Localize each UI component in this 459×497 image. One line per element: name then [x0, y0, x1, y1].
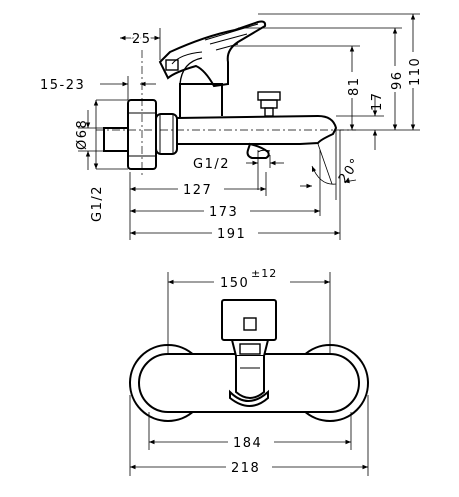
- dim-150-label: 150: [220, 276, 249, 291]
- dim-17: 17: [370, 91, 385, 150]
- cartridge-housing: [179, 57, 223, 118]
- dim-110: 110: [404, 14, 423, 130]
- dim-25: 25 25: [120, 28, 161, 60]
- dim-g12-left-label: G1/2: [90, 185, 105, 222]
- front-spout: [229, 356, 269, 407]
- front-handle: [221, 299, 277, 357]
- dim-g12-left: G1/2: [78, 110, 105, 222]
- dim-96-label: 96: [390, 70, 405, 90]
- dim-173: 173: [130, 202, 320, 220]
- dim-110-label: 110: [408, 57, 423, 86]
- dim-127-label: 127: [183, 183, 212, 198]
- dim-96: 96: [386, 28, 405, 130]
- side-view: 25 25 15-23 Ø68 G1/2: [40, 13, 423, 242]
- front-view: 150 ±12 184 218: [129, 266, 369, 476]
- dim-191: 191: [130, 224, 340, 242]
- dim-184-label: 184: [233, 436, 262, 451]
- dim-25-label: 25: [132, 32, 152, 47]
- dim-81: 81: [343, 46, 362, 130]
- dim-218-label: 218: [231, 461, 260, 476]
- dim-81-label: 81: [347, 76, 362, 96]
- dim-15-23-label: 15-23: [40, 78, 85, 93]
- mixer-body: [176, 114, 338, 159]
- dim-127: 127: [130, 180, 266, 198]
- lever-handle: [158, 20, 267, 88]
- dim-17-label: 17: [370, 91, 385, 111]
- dim-g12-mid: G1/2: [193, 150, 284, 190]
- dim-218: 218: [129, 395, 369, 476]
- dim-184: 184: [148, 412, 352, 451]
- dim-20deg: 20°: [300, 128, 364, 200]
- dim-173-label: 173: [209, 205, 238, 220]
- dim-25-bg: 25: [132, 32, 152, 47]
- dim-15-23: 15-23: [40, 76, 156, 100]
- coupling-nut: [155, 113, 178, 155]
- diverter-knob: [257, 91, 281, 117]
- wall-connector: [103, 99, 157, 170]
- dim-68: Ø68: [75, 99, 128, 170]
- dim-150-tol: ±12: [251, 267, 277, 280]
- dim-191-label: 191: [217, 227, 246, 242]
- dim-150: 150 ±12: [167, 266, 331, 354]
- dim-g12-mid-label: G1/2: [193, 157, 230, 172]
